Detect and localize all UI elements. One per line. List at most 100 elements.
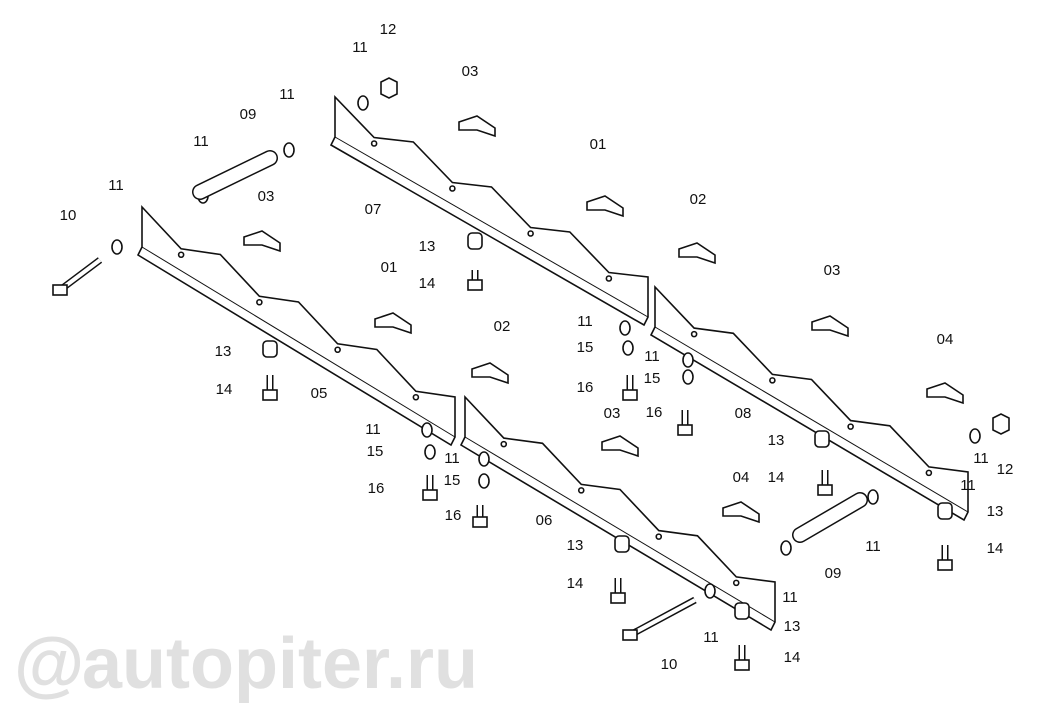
spacer-icon — [937, 502, 953, 520]
bolt-icon — [472, 505, 488, 528]
spacer-icon — [814, 430, 830, 448]
part-label-11: 11 — [973, 450, 989, 467]
part-label-04: 04 — [937, 331, 954, 348]
part-label-11: 11 — [108, 177, 124, 194]
clamp-block-icon — [471, 362, 509, 385]
part-label-11: 11 — [365, 421, 381, 438]
part-label-01: 01 — [381, 259, 398, 276]
part-label-03: 03 — [462, 63, 479, 80]
clamp-block-icon — [374, 312, 412, 335]
clamp-block-icon — [811, 315, 849, 338]
spacer-icon — [262, 340, 278, 358]
watermark-text: autopiter.ru — [82, 624, 478, 703]
part-label-11: 11 — [865, 538, 881, 555]
part-label-11: 11 — [960, 477, 976, 494]
bolt-icon — [52, 257, 103, 296]
bolt-icon — [622, 596, 697, 641]
part-label-13: 13 — [987, 503, 1004, 520]
washer-icon — [704, 583, 716, 599]
bolt-icon — [677, 410, 693, 436]
part-label-02: 02 — [494, 318, 511, 335]
pin-icon — [792, 492, 868, 543]
bolt-icon — [937, 545, 953, 571]
part-label-11: 11 — [352, 39, 368, 56]
part-label-03: 03 — [824, 262, 841, 279]
washer-icon — [478, 473, 490, 489]
part-label-13: 13 — [215, 343, 232, 360]
clamp-block-icon — [926, 382, 964, 405]
washer-icon — [682, 369, 694, 385]
washer-icon — [619, 320, 631, 336]
part-label-14: 14 — [784, 649, 801, 666]
part-label-13: 13 — [768, 432, 785, 449]
part-label-11: 11 — [279, 86, 295, 103]
part-label-14: 14 — [419, 275, 436, 292]
part-label-10: 10 — [60, 207, 77, 224]
part-label-15: 15 — [444, 472, 461, 489]
part-label-12: 12 — [380, 21, 397, 38]
part-label-03: 03 — [604, 405, 621, 422]
part-label-11: 11 — [703, 629, 719, 646]
part-label-12: 12 — [997, 461, 1014, 478]
pin-icon — [192, 150, 278, 200]
part-label-07: 07 — [365, 201, 382, 218]
rail-07 — [329, 95, 649, 327]
part-label-11: 11 — [644, 348, 660, 365]
part-label-13: 13 — [784, 618, 801, 635]
part-label-01: 01 — [590, 136, 607, 153]
washer-icon — [867, 489, 879, 505]
part-label-03: 03 — [258, 188, 275, 205]
bolt-icon — [262, 375, 278, 401]
nut-icon — [380, 77, 398, 99]
part-label-05: 05 — [311, 385, 328, 402]
part-label-11: 11 — [193, 133, 209, 150]
bolt-icon — [467, 270, 483, 291]
washer-icon — [478, 451, 490, 467]
part-label-14: 14 — [567, 575, 584, 592]
part-label-15: 15 — [577, 339, 594, 356]
clamp-block-icon — [586, 195, 624, 218]
bolt-icon — [422, 475, 438, 501]
washer-icon — [283, 142, 295, 158]
part-label-09: 09 — [240, 106, 257, 123]
part-label-11: 11 — [782, 589, 798, 606]
washer-icon — [780, 540, 792, 556]
bolt-icon — [622, 375, 638, 401]
bolt-icon — [734, 645, 750, 671]
washer-icon — [969, 428, 981, 444]
part-label-10: 10 — [661, 656, 678, 673]
part-label-14: 14 — [768, 469, 785, 486]
part-label-16: 16 — [577, 379, 594, 396]
part-label-14: 14 — [987, 540, 1004, 557]
part-label-04: 04 — [733, 469, 750, 486]
part-label-08: 08 — [735, 405, 752, 422]
rail-08 — [649, 284, 969, 522]
part-label-13: 13 — [419, 238, 436, 255]
washer-icon — [622, 340, 634, 356]
part-label-13: 13 — [567, 537, 584, 554]
part-label-15: 15 — [367, 443, 384, 460]
rail-06 — [459, 394, 776, 632]
bolt-icon — [610, 578, 626, 604]
washer-icon — [111, 239, 123, 255]
part-label-15: 15 — [644, 370, 661, 387]
nut-icon — [992, 413, 1010, 435]
washer-icon — [357, 95, 369, 111]
part-label-16: 16 — [646, 404, 663, 421]
part-label-14: 14 — [216, 381, 233, 398]
part-label-02: 02 — [690, 191, 707, 208]
part-label-06: 06 — [536, 512, 553, 529]
bolt-icon — [817, 470, 833, 496]
clamp-block-icon — [722, 501, 760, 524]
washer-icon — [421, 422, 433, 438]
watermark-symbol: @ — [14, 624, 84, 703]
clamp-block-icon — [243, 230, 281, 253]
part-label-16: 16 — [445, 507, 462, 524]
part-label-16: 16 — [368, 480, 385, 497]
watermark: @ autopiter.ru — [14, 624, 478, 703]
clamp-block-icon — [678, 242, 716, 265]
spacer-icon — [734, 602, 750, 620]
washer-icon — [682, 352, 694, 368]
spacer-icon — [614, 535, 630, 553]
